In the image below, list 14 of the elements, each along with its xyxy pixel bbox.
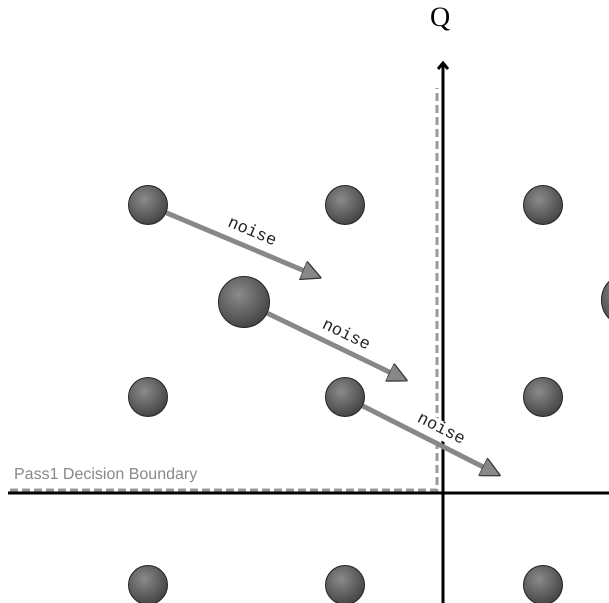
constellation-point <box>128 185 168 225</box>
constellation-point <box>523 377 563 417</box>
constellation-point <box>523 185 563 225</box>
constellation-point <box>325 377 365 417</box>
constellation-point <box>325 185 365 225</box>
noise-arrow <box>165 210 322 280</box>
boundary-label: Pass1 Decision Boundary <box>14 466 198 484</box>
constellation-point <box>218 276 270 328</box>
constellation-point <box>523 565 563 603</box>
constellation-point <box>128 377 168 417</box>
constellation-point <box>128 565 168 603</box>
noise-arrow <box>362 404 502 476</box>
axis-label: Q <box>430 2 450 34</box>
constellation-point <box>325 565 365 603</box>
